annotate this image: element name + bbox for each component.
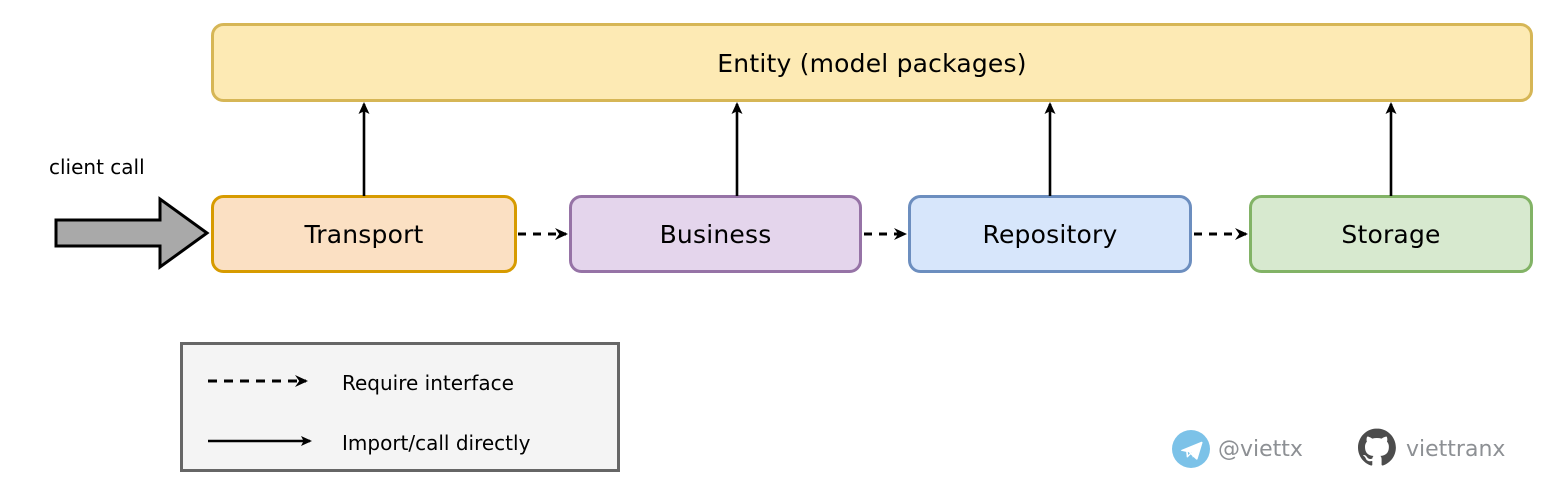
client-call-label: client call: [49, 155, 145, 179]
github-icon: [1358, 428, 1396, 466]
layer-box-business[interactable]: [569, 195, 862, 273]
watermark-label-telegram: @viettx: [1218, 437, 1303, 462]
entity-box[interactable]: [211, 23, 1533, 102]
layer-box-transport[interactable]: [211, 195, 517, 273]
legend-item-label-import-call-directly: Import/call directly: [342, 431, 531, 455]
layer-box-storage[interactable]: [1249, 195, 1533, 273]
telegram-icon: [1172, 430, 1210, 468]
client-call-arrow-icon: [54, 196, 210, 270]
watermark-label-github: viettranx: [1406, 437, 1506, 462]
legend-item-label-require-interface: Require interface: [342, 371, 514, 395]
legend-box: [180, 342, 620, 472]
layer-box-repository[interactable]: [908, 195, 1192, 273]
